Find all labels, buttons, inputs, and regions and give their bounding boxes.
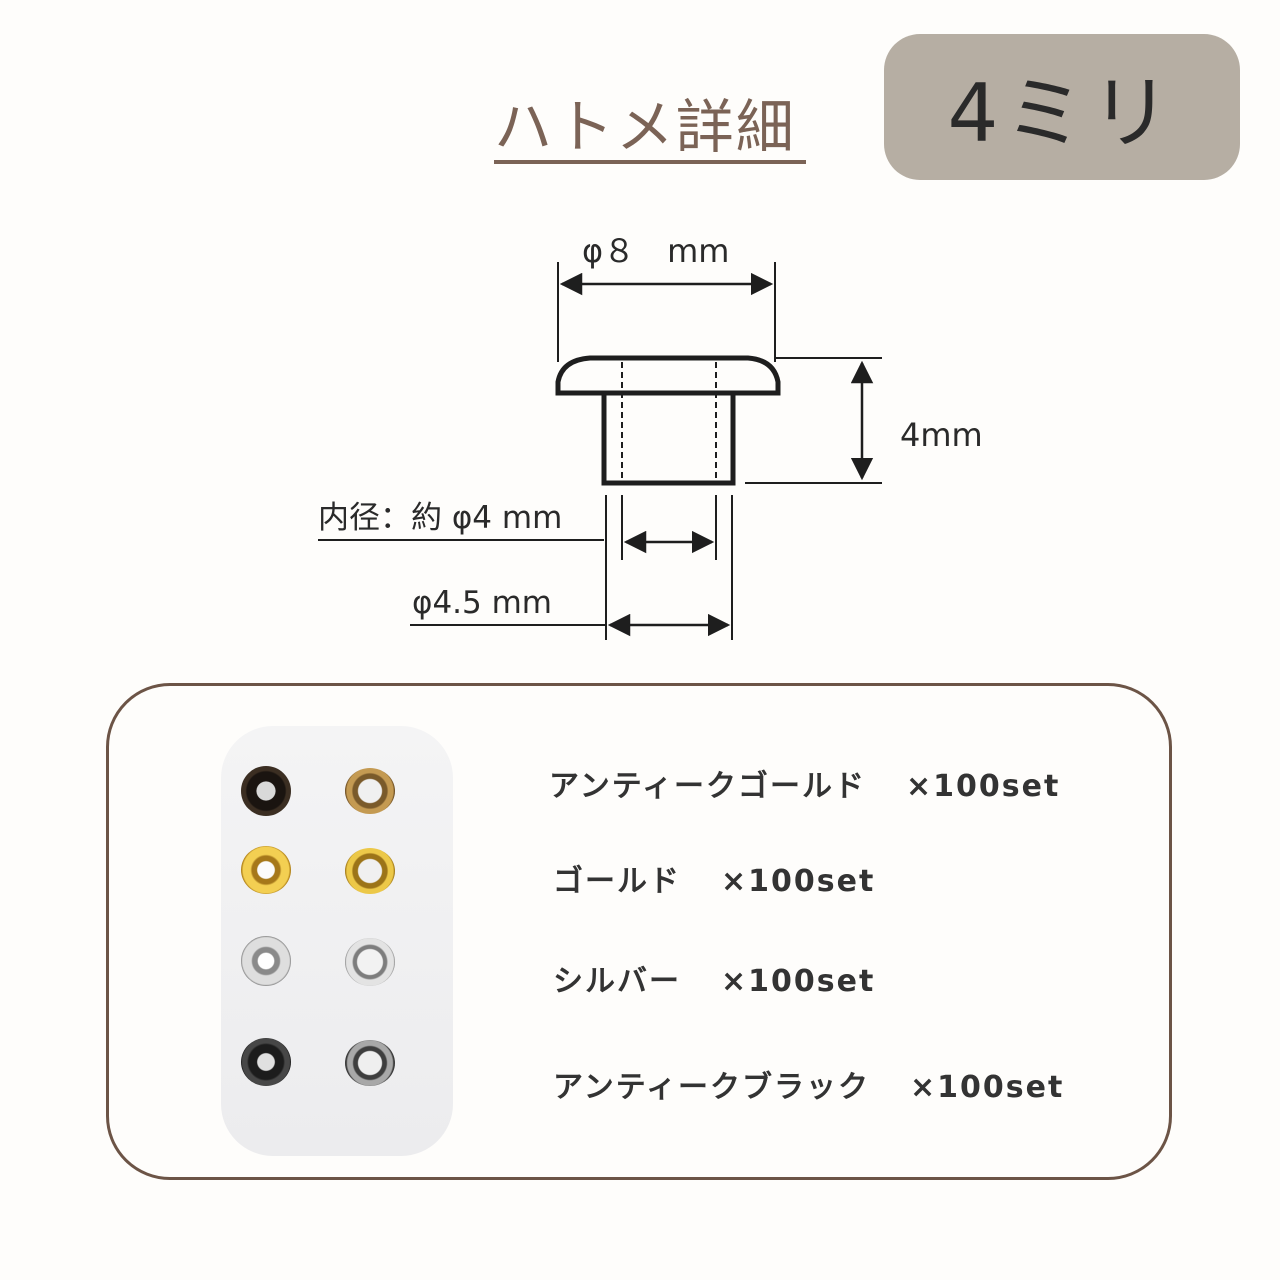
size-badge: 4ミリ [884,34,1240,180]
variant-gold: ゴールド ×100set [553,856,875,900]
variant-name: シルバー [553,964,681,999]
title-underline [494,160,806,164]
eyelet-silver-front [241,936,291,986]
eyelet-antique-black-back [345,1040,395,1086]
shaft-diameter-label: φ4.5 mm [412,585,552,621]
variant-quantity: ×100set [910,1070,1065,1105]
variant-quantity: ×100set [906,769,1061,804]
eyelet-sample-photo [221,726,453,1156]
eyelet-flange [555,355,781,396]
eyelet-dimension-diagram: φ８ mm 4mm 内径：約 φ4 mm φ4.5 mm [318,232,983,640]
variant-quantity: ×100set [721,864,876,899]
eyelet-silver-back [345,938,395,986]
variant-silver: シルバー ×100set [553,956,875,1000]
variant-name: アンティークブラック [553,1070,870,1105]
variant-quantity: ×100set [721,964,876,999]
variant-name: ゴールド [553,864,681,899]
eyelet-gold-front [241,846,291,894]
eyelet-antique-gold-back [345,768,395,814]
height-label: 4mm [900,416,983,454]
inner-diameter-label: 内径：約 φ4 mm [318,500,562,536]
eyelet-gold-back [345,848,395,894]
eyelet-shaft [601,390,736,486]
variant-card: アンティークゴールド ×100set ゴールド ×100set シルバー ×100se… [106,683,1172,1180]
variant-antique-black: アンティークブラック ×100set [553,1062,1064,1106]
page-title: ハトメ詳細 [494,93,796,161]
variant-name: アンティークゴールド [549,769,866,804]
outer-diameter-label: φ８ mm [582,232,729,270]
eyelet-antique-black-front [241,1038,291,1086]
variant-antique-gold: アンティークゴールド ×100set [549,761,1060,805]
eyelet-antique-gold-front [241,766,291,816]
